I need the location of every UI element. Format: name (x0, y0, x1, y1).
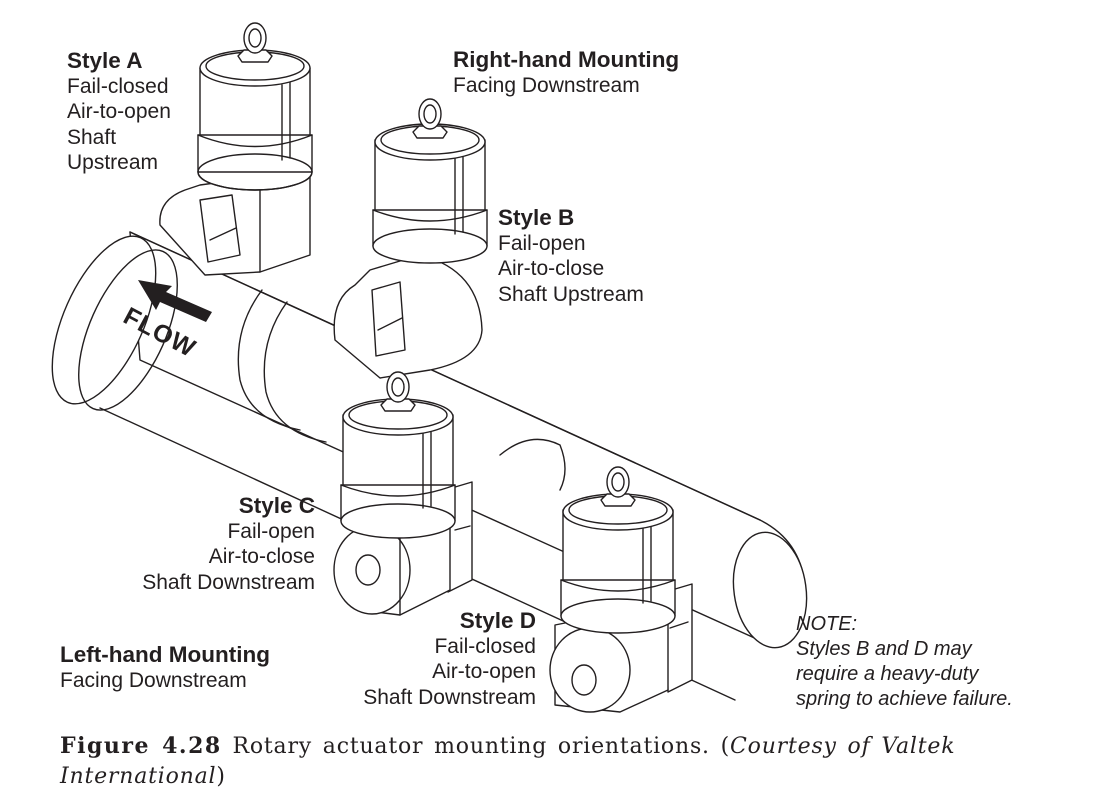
right-hand-mounting-label: Right-hand Mounting Facing Downstream (453, 47, 679, 98)
style-b-title: Style B (498, 205, 575, 230)
shaft (209, 227, 237, 241)
eyebolt-ring (386, 371, 410, 403)
bracket (371, 281, 406, 357)
style-c-line: Air-to-close (208, 545, 315, 568)
pipe-left-end (51, 235, 157, 405)
eyebolt-ring (243, 22, 267, 54)
right-hand-mounting-title: Right-hand Mounting (453, 47, 680, 72)
eyebolt-ring (606, 466, 630, 498)
shaft (669, 621, 689, 629)
eyebolt-hole (248, 28, 262, 48)
eyebolt-nut (380, 398, 416, 412)
note-heading: NOTE: (796, 613, 858, 635)
left-hand-mounting-subtitle: Facing Downstream (60, 668, 247, 692)
base-top (340, 484, 456, 497)
figure-caption: Figure 4.28 Rotary actuator mounting ori… (60, 731, 1040, 792)
style-d-line: Shaft Downstream (363, 685, 536, 709)
shaft (377, 317, 403, 331)
eyebolt-hole (391, 377, 405, 397)
note-line: Styles B and D may (796, 638, 972, 660)
left-hand-mounting-title: Left-hand Mounting (60, 642, 270, 667)
style-d-line: Air-to-open (432, 660, 536, 683)
style-a-title: Style A (67, 48, 143, 73)
shaft-bore (355, 554, 381, 586)
style-c-title: Style C (238, 493, 315, 518)
style-c-line: Shaft Downstream (142, 570, 315, 594)
style-b-line: Air-to-close (498, 257, 605, 280)
shaft (454, 525, 471, 531)
pipe-coupling-1 (237, 289, 301, 431)
figure-number: Figure 4.28 (60, 733, 222, 759)
eyebolt-hole (611, 472, 625, 492)
flow-arrow-icon (138, 280, 212, 322)
caption-text: Rotary actuator mounting orientations. ( (221, 734, 731, 759)
cylinder-base-bottom (197, 153, 313, 191)
note-block: NOTE: Styles B and D may require a heavy… (796, 612, 1013, 712)
cylinder-base-bottom (560, 598, 676, 634)
style-a-line: Upstream (67, 151, 159, 174)
eyebolt-nut (600, 493, 636, 507)
style-a-label: Style A Fail-closed Air-to-open Shaft Up… (67, 48, 171, 176)
pipe-top-edge (129, 231, 761, 521)
base-top (372, 209, 488, 222)
bracket (199, 194, 241, 263)
style-b-line: Shaft Upstream (498, 282, 644, 306)
actuator-style-b (333, 98, 488, 379)
left-hand-mounting-label: Left-hand Mounting Facing Downstream (60, 642, 270, 693)
caption-credit-close: ) (216, 764, 226, 789)
eyebolt-ring (418, 98, 442, 130)
actuator-style-d (549, 466, 693, 713)
style-b-label: Style B Fail-open Air-to-close Shaft Ups… (498, 205, 644, 307)
style-a-line: Fail-closed (67, 74, 169, 98)
eyebolt-hole (423, 104, 437, 124)
base-top (197, 134, 313, 148)
shaft-bore (571, 664, 597, 696)
caption-credit: Courtesy of Valtek International (60, 734, 956, 789)
pipe-left-flange (78, 249, 178, 411)
style-a-line: Shaft (67, 125, 117, 149)
cylinder-base-bottom (340, 503, 456, 539)
note-line: require a heavy-duty (796, 663, 979, 685)
pipe-right-end (732, 531, 808, 649)
style-d-line: Fail-closed (434, 634, 536, 658)
actuator-style-a (159, 22, 313, 276)
style-c-label: Style C Fail-open Air-to-close Shaft Dow… (142, 493, 315, 595)
style-d-title: Style D (459, 608, 536, 633)
base-top (560, 579, 676, 592)
style-a-line: Air-to-open (67, 100, 171, 123)
style-d-label: Style D Fail-closed Air-to-open Shaft Do… (363, 608, 536, 710)
pipe-coupling-2 (263, 301, 327, 443)
style-b-line: Fail-open (498, 231, 586, 255)
style-c-line: Fail-open (227, 519, 315, 543)
yoke (333, 254, 483, 379)
note-line: spring to achieve failure. (796, 688, 1013, 710)
eyebolt-nut (237, 49, 273, 63)
cylinder-base-bottom (372, 228, 488, 264)
pipe-bulge (499, 438, 566, 491)
right-hand-mounting-subtitle: Facing Downstream (453, 73, 640, 97)
eyebolt-nut (412, 125, 448, 139)
actuator-style-c (333, 371, 473, 616)
